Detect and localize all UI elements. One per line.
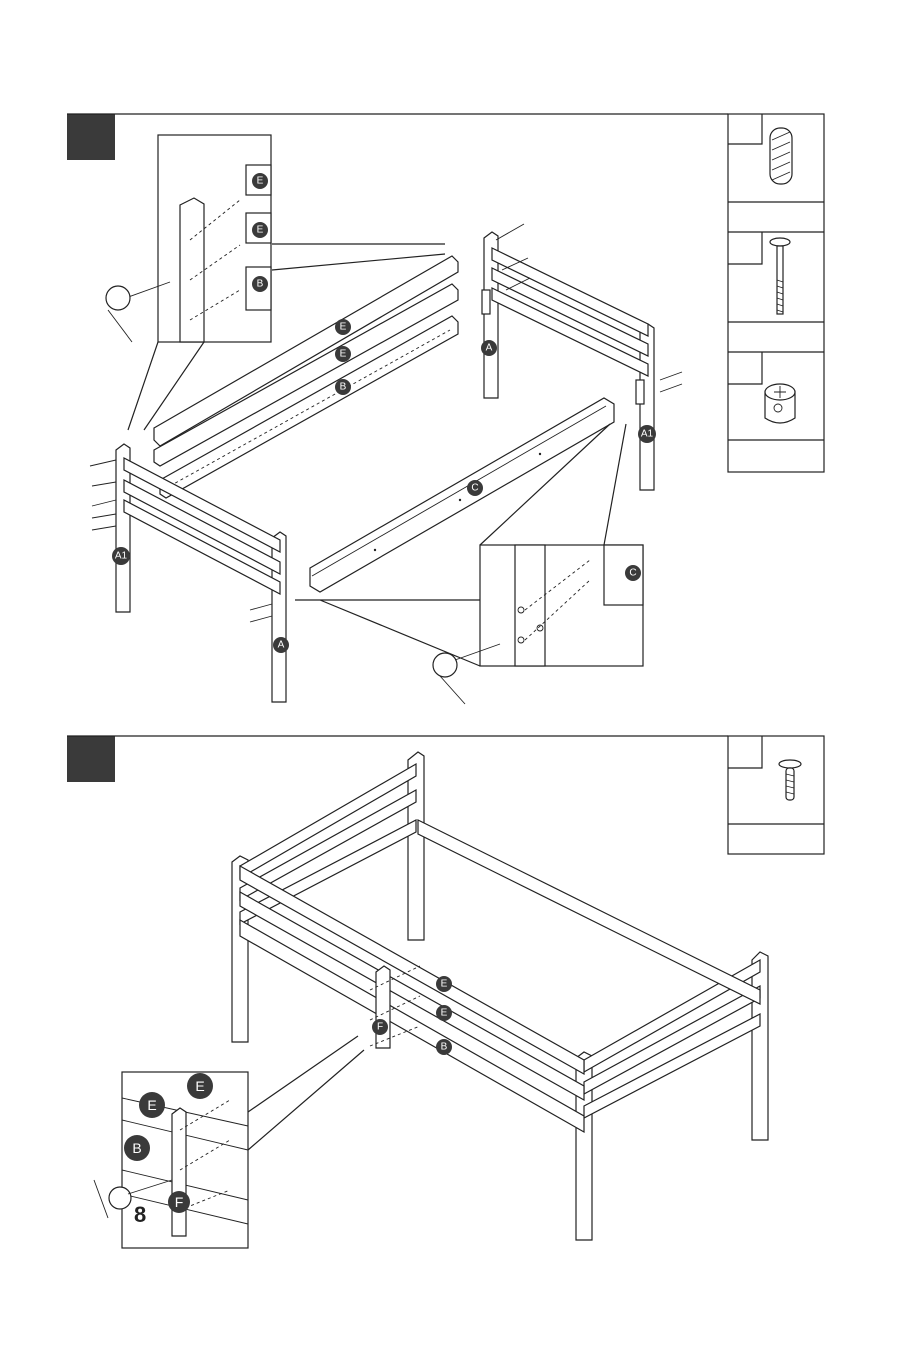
badge-label: A xyxy=(486,343,493,354)
badge-label: A xyxy=(278,640,285,651)
badge-step2-b: B xyxy=(436,1039,452,1055)
badge-label: E xyxy=(441,1008,448,1019)
quantity-label: 8 xyxy=(134,1202,146,1228)
badge-label: E xyxy=(147,1097,156,1113)
badge-label: E xyxy=(195,1078,204,1094)
badge-label: C xyxy=(629,568,636,579)
screw-icon xyxy=(779,760,801,800)
bed-frame-step2 xyxy=(232,752,768,1240)
badge-step1-b: B xyxy=(335,379,351,395)
hardware-panel-step2 xyxy=(728,736,824,854)
badge-label: E xyxy=(441,979,448,990)
badge-step1-a1-back: A1 xyxy=(638,425,656,443)
badge-label: C xyxy=(471,483,478,494)
badge-label: B xyxy=(441,1042,448,1053)
badge-zoom-e-upper: E xyxy=(252,173,268,189)
badge-zoom2-e-lower: E xyxy=(139,1092,165,1118)
badge-label: E xyxy=(257,176,264,187)
badge-zoom2-b: B xyxy=(124,1135,150,1161)
badge-step1-a-front: A xyxy=(273,637,289,653)
badge-label: B xyxy=(257,279,264,290)
badge-step2-f: F xyxy=(372,1019,388,1035)
barrel-nut-icon xyxy=(765,384,795,423)
badge-step2-e-middle: E xyxy=(436,1005,452,1021)
back-end-rails xyxy=(492,248,648,376)
badge-zoom-c: C xyxy=(625,565,641,581)
hardware-panel-step1 xyxy=(728,114,824,472)
badge-step1-e-upper: E xyxy=(335,319,351,335)
bolt-icon xyxy=(770,238,790,314)
badge-label: E xyxy=(340,322,347,333)
badge-label: A1 xyxy=(115,551,128,562)
badge-step1-c: C xyxy=(467,480,483,496)
badge-step1-a-back: A xyxy=(481,340,497,356)
badge-label: F xyxy=(377,1022,383,1033)
badge-label: B xyxy=(132,1140,141,1156)
badge-label: E xyxy=(340,349,347,360)
badge-step1-a1-front: A1 xyxy=(112,547,130,565)
badge-step2-e-upper: E xyxy=(436,976,452,992)
badge-label: A1 xyxy=(641,429,654,440)
wood-dowel-icon xyxy=(770,128,792,184)
badge-label: B xyxy=(340,382,347,393)
front-leg-a xyxy=(272,532,286,702)
badge-zoom2-e-upper: E xyxy=(187,1073,213,1099)
badge-label: E xyxy=(257,225,264,236)
badge-zoom-b: B xyxy=(252,276,268,292)
badge-zoom2-f: F xyxy=(168,1191,190,1213)
badge-zoom-e-lower: E xyxy=(252,222,268,238)
badge-label: F xyxy=(175,1194,184,1210)
badge-step1-e-middle: E xyxy=(335,346,351,362)
